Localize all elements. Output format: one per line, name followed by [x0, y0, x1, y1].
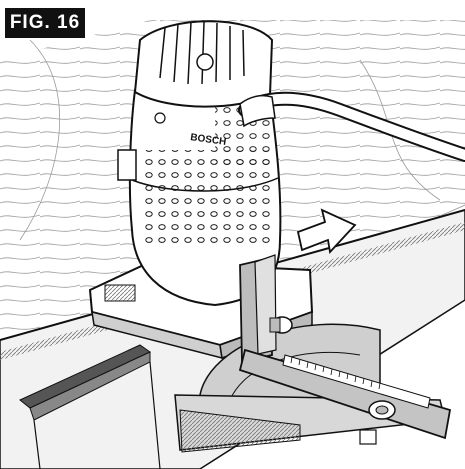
scale-ticks — [290, 356, 381, 390]
guide-clamp-knob — [269, 316, 293, 334]
arrow-right-icon — [296, 208, 357, 254]
vent-fins — [159, 21, 245, 85]
depth-knob — [196, 53, 214, 71]
fine-adjust-knob — [359, 400, 396, 445]
brand-label: BOSCH — [190, 132, 227, 148]
power-cord — [238, 91, 465, 162]
routed-groove — [19, 344, 161, 469]
figure-label: FIG. 16 — [5, 8, 85, 38]
edge-guide — [174, 254, 452, 453]
